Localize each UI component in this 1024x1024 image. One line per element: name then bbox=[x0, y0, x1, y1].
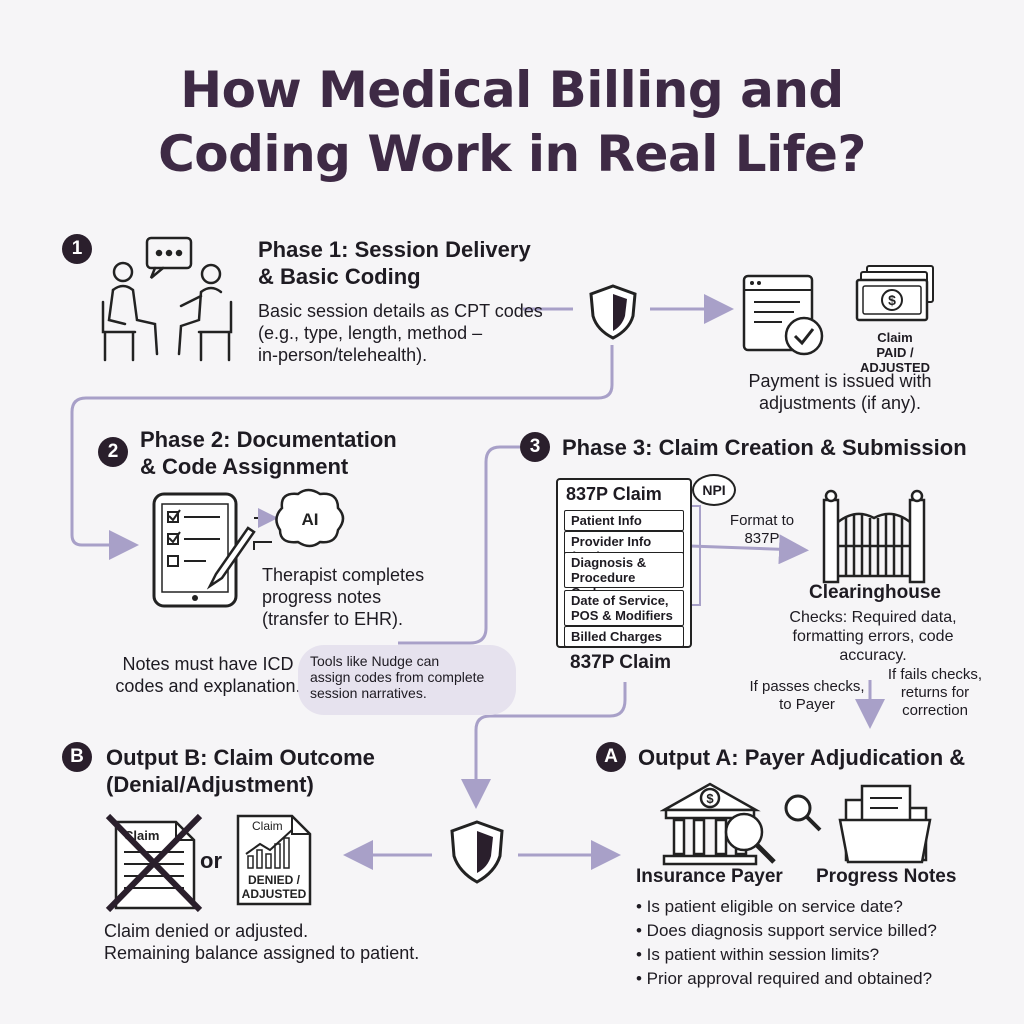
claim-approved-icon bbox=[742, 274, 824, 356]
phase2-badge: 2 bbox=[98, 437, 128, 467]
claim-form-837p: 837P Claim Patient Info Provider Info (N… bbox=[556, 478, 692, 648]
outputB-badge: B bbox=[62, 742, 92, 772]
tools-line-1: Tools like Nudge can bbox=[310, 653, 440, 669]
svg-text:$: $ bbox=[706, 791, 714, 806]
fail-line-2: returns for bbox=[900, 684, 970, 701]
denied-line-1: DENIED / bbox=[248, 873, 301, 887]
claim-field: Date of Service, POS & Modifiers bbox=[564, 590, 684, 626]
claim-field: Diagnosis & Procedure Codes bbox=[564, 552, 684, 600]
checks-line-1: Checks: Required data, bbox=[789, 609, 957, 626]
claim-field: Patient Info bbox=[564, 510, 684, 531]
checks-line-2: formatting errors, code bbox=[792, 628, 954, 645]
payment-claim-status: Claim PAID / ADJUSTED bbox=[840, 330, 950, 375]
title-line-1: How Medical Billing and bbox=[180, 61, 844, 119]
outputB-heading-line-2: (Denial/Adjustment) bbox=[106, 772, 314, 797]
outputB-heading-line-1: Output B: Claim Outcome bbox=[106, 745, 375, 770]
payment-claim-label: Claim bbox=[877, 330, 913, 345]
outputA-heading: Output A: Payer Adjudication & bbox=[638, 745, 966, 770]
tools-line-3: session narratives. bbox=[310, 685, 427, 701]
list-item: • Is patient eligible on service date? bbox=[636, 897, 903, 916]
payment-desc-line-1: Payment is issued with bbox=[748, 371, 932, 391]
claim-field: Billed Charges bbox=[564, 626, 684, 647]
phase2-desc-line-3: (transfer to EHR). bbox=[262, 609, 404, 629]
arrow-phase1-to-phase2 bbox=[70, 345, 614, 560]
tools-callout: Tools like Nudge can assign codes from c… bbox=[298, 645, 516, 715]
arrow-claim-to-bottom-shield bbox=[461, 682, 627, 809]
clearinghouse-checks: Checks: Required data, formatting errors… bbox=[778, 608, 968, 665]
list-item: • Is patient within session limits? bbox=[636, 945, 880, 964]
clearinghouse-label: Clearinghouse bbox=[809, 582, 941, 603]
phase2-desc-line-2: progress notes bbox=[262, 587, 382, 607]
shield-icon bbox=[589, 284, 637, 340]
claim-caption: 837P Claim bbox=[570, 652, 672, 673]
arrow-claim-to-clearinghouse bbox=[689, 534, 809, 565]
denied-line-2: ADJUSTED bbox=[242, 887, 307, 901]
format-label: Format to 837P bbox=[722, 512, 802, 548]
claim-form-title: 837P Claim bbox=[566, 484, 662, 504]
notes-line-2: codes and explanation. bbox=[115, 676, 301, 696]
phase3-heading: Phase 3: Claim Creation & Submission bbox=[562, 435, 967, 460]
phase1-heading-line-1: Phase 1: Session Delivery bbox=[258, 237, 531, 262]
outputB-heading: Output B: Claim Outcome (Denial/Adjustme… bbox=[106, 744, 375, 798]
progress-notes-label: Progress Notes bbox=[816, 866, 957, 887]
adjusted-claim-icon: Claim DENIED / ADJUSTED bbox=[236, 814, 312, 906]
fail-line-1: If fails checks, bbox=[887, 666, 983, 683]
page-title: How Medical Billing and Coding Work in R… bbox=[0, 58, 1024, 186]
insurance-payer-label: Insurance Payer bbox=[636, 866, 783, 887]
outputB-description: Claim denied or adjusted. Remaining bala… bbox=[104, 920, 419, 964]
tablet-checklist-icon bbox=[152, 492, 256, 608]
phase1-desc-line-1: Basic session details as CPT codes bbox=[258, 301, 543, 321]
list-item: • Prior approval required and obtained? bbox=[636, 969, 933, 988]
npi-badge: NPI bbox=[692, 474, 736, 506]
list-item: • Does diagnosis support service billed? bbox=[636, 921, 937, 940]
tools-line-2: assign codes from complete bbox=[310, 669, 485, 685]
pass-line-2: to Payer bbox=[779, 696, 835, 713]
magnifier-icon bbox=[784, 794, 822, 832]
fail-line-3: correction bbox=[902, 702, 968, 719]
phase1-badge: 1 bbox=[62, 234, 92, 264]
adjudication-questions: • Is patient eligible on service date? •… bbox=[636, 895, 937, 991]
phase2-heading-line-1: Phase 2: Documentation bbox=[140, 427, 397, 452]
therapy-session-icon bbox=[101, 236, 233, 362]
phase1-description: Basic session details as CPT codes (e.g.… bbox=[258, 300, 543, 366]
title-line-2: Coding Work in Real Life? bbox=[158, 125, 866, 183]
notes-line-1: Notes must have ICD bbox=[122, 654, 294, 674]
svg-text:$: $ bbox=[888, 292, 896, 308]
denied-claim-icon: Claim bbox=[105, 813, 203, 912]
phase2-heading-line-2: & Code Assignment bbox=[140, 454, 349, 479]
outputA-badge: A bbox=[596, 742, 626, 772]
phase2-desc-line-1: Therapist completes bbox=[262, 565, 425, 585]
cash-icon: $ bbox=[855, 265, 934, 322]
checks-line-3: accuracy. bbox=[839, 647, 907, 664]
ai-label: AI bbox=[302, 510, 319, 529]
clearinghouse-gate-icon bbox=[822, 489, 926, 584]
payment-status-label: PAID / ADJUSTED bbox=[859, 345, 931, 375]
phase1-heading-line-2: & Basic Coding bbox=[258, 264, 421, 289]
payment-description: Payment is issued with adjustments (if a… bbox=[720, 370, 960, 414]
phase1-heading: Phase 1: Session Delivery & Basic Coding bbox=[258, 236, 531, 290]
payment-desc-line-2: adjustments (if any). bbox=[758, 393, 922, 413]
phase2-heading: Phase 2: Documentation & Code Assignment bbox=[140, 426, 397, 480]
format-line-1: Format to bbox=[729, 512, 795, 529]
bottom-shield-icon bbox=[450, 820, 504, 884]
phase3-badge: 3 bbox=[520, 432, 550, 462]
or-label: or bbox=[200, 848, 222, 873]
format-line-2: 837P bbox=[744, 530, 780, 547]
arrow-bubble-to-phase3 bbox=[398, 445, 520, 645]
fails-bracket bbox=[688, 505, 701, 606]
phase1-desc-line-3: in-person/telehealth). bbox=[258, 345, 428, 365]
insurance-payer-bank-icon: $ bbox=[660, 782, 776, 866]
pass-line-1: If passes checks, bbox=[749, 678, 865, 695]
outputB-desc-line-2: Remaining balance assigned to patient. bbox=[104, 943, 420, 963]
phase1-desc-line-2: (e.g., type, length, method – bbox=[258, 323, 483, 343]
fail-checks-label: If fails checks, returns for correction bbox=[880, 666, 990, 720]
phase2-notes-requirement: Notes must have ICD codes and explanatio… bbox=[112, 653, 304, 697]
pass-checks-label: If passes checks, to Payer bbox=[742, 678, 872, 714]
progress-notes-folder-icon bbox=[838, 784, 932, 864]
adjusted-claim-label: Claim bbox=[252, 819, 283, 833]
ai-brain-icon: AI bbox=[253, 488, 345, 550]
phase2-description: Therapist completes progress notes (tran… bbox=[262, 564, 424, 630]
outputB-desc-line-1: Claim denied or adjusted. bbox=[104, 921, 309, 941]
